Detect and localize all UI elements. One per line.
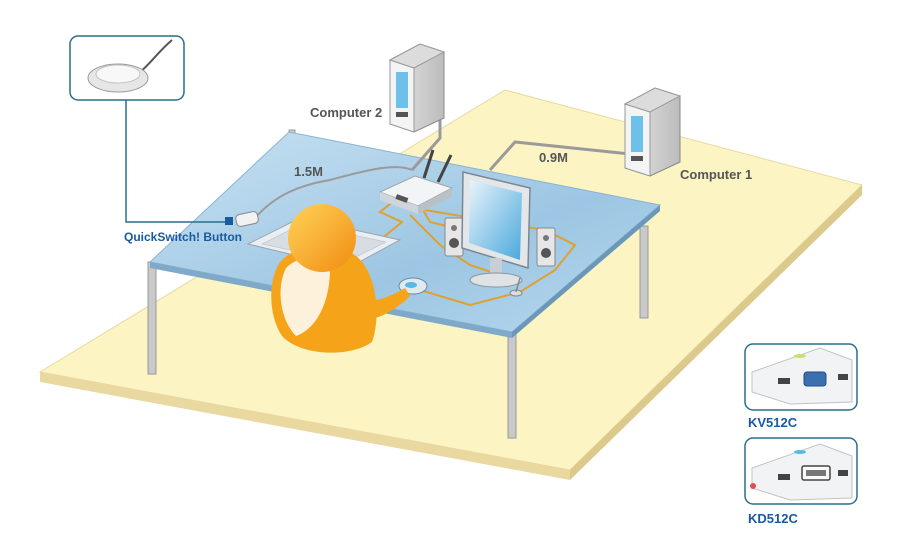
cable-length-1-5m: 1.5M xyxy=(294,164,323,179)
monitor-base xyxy=(469,272,523,288)
cable-computer1 xyxy=(488,140,641,171)
model-kv512c-label: KV512C xyxy=(748,415,798,430)
cable-length-0-9m: 0.9M xyxy=(539,150,568,165)
usb-port-icon xyxy=(778,378,790,384)
usb-port-icon xyxy=(838,374,848,380)
computer2-drive-slot xyxy=(396,112,408,117)
speaker-cone xyxy=(449,238,459,248)
person-body-highlight xyxy=(280,257,330,336)
table-leg xyxy=(147,261,157,375)
dvi-pins xyxy=(806,470,826,476)
speaker-tweeter xyxy=(543,235,549,241)
computer2-label: Computer 2 xyxy=(310,105,383,120)
speaker-right xyxy=(536,227,556,267)
quickswitch-puck-top xyxy=(95,64,141,84)
person-head xyxy=(288,204,356,272)
computer1-drive-icon xyxy=(631,116,643,152)
quickswitch-button-label: QuickSwitch! Button xyxy=(124,230,242,244)
kv512c-led xyxy=(794,354,806,358)
kd512c-led xyxy=(794,450,806,454)
model-kd512c-label: KD512C xyxy=(748,511,798,526)
kd512c-red-dot xyxy=(750,483,756,489)
quickswitch-marker xyxy=(225,217,233,225)
computer2-top xyxy=(388,43,446,69)
monitor-screen xyxy=(469,180,522,260)
computer2-drive-icon xyxy=(396,72,408,108)
antenna xyxy=(422,149,435,179)
antenna xyxy=(436,154,453,183)
mouse-light xyxy=(405,282,417,288)
table-leg xyxy=(507,329,517,439)
floor-edge-right xyxy=(570,185,862,480)
speaker-tweeter xyxy=(451,225,457,231)
microphone-stem xyxy=(515,277,521,293)
floor-edge xyxy=(40,372,570,480)
speaker-cone xyxy=(541,248,551,258)
quickswitch-button-device xyxy=(235,211,259,227)
kvm-switch-side xyxy=(380,192,418,214)
table-leg xyxy=(639,225,649,319)
usb-port-icon xyxy=(778,474,790,480)
cable-computer2 xyxy=(410,120,442,171)
vga-port-icon xyxy=(803,371,827,387)
cable-quickswitch xyxy=(254,166,413,219)
usb-port-icon xyxy=(838,470,848,476)
computer1-top xyxy=(623,87,682,113)
kvm-switch-side xyxy=(418,188,452,214)
callout-line xyxy=(125,100,225,223)
kv512c-device xyxy=(751,347,853,405)
computer1-label: Computer 1 xyxy=(680,167,753,182)
speaker-left xyxy=(444,217,464,257)
computer1-drive-slot xyxy=(631,156,643,161)
kvm-port xyxy=(395,194,409,203)
table-edge-right xyxy=(512,205,660,338)
